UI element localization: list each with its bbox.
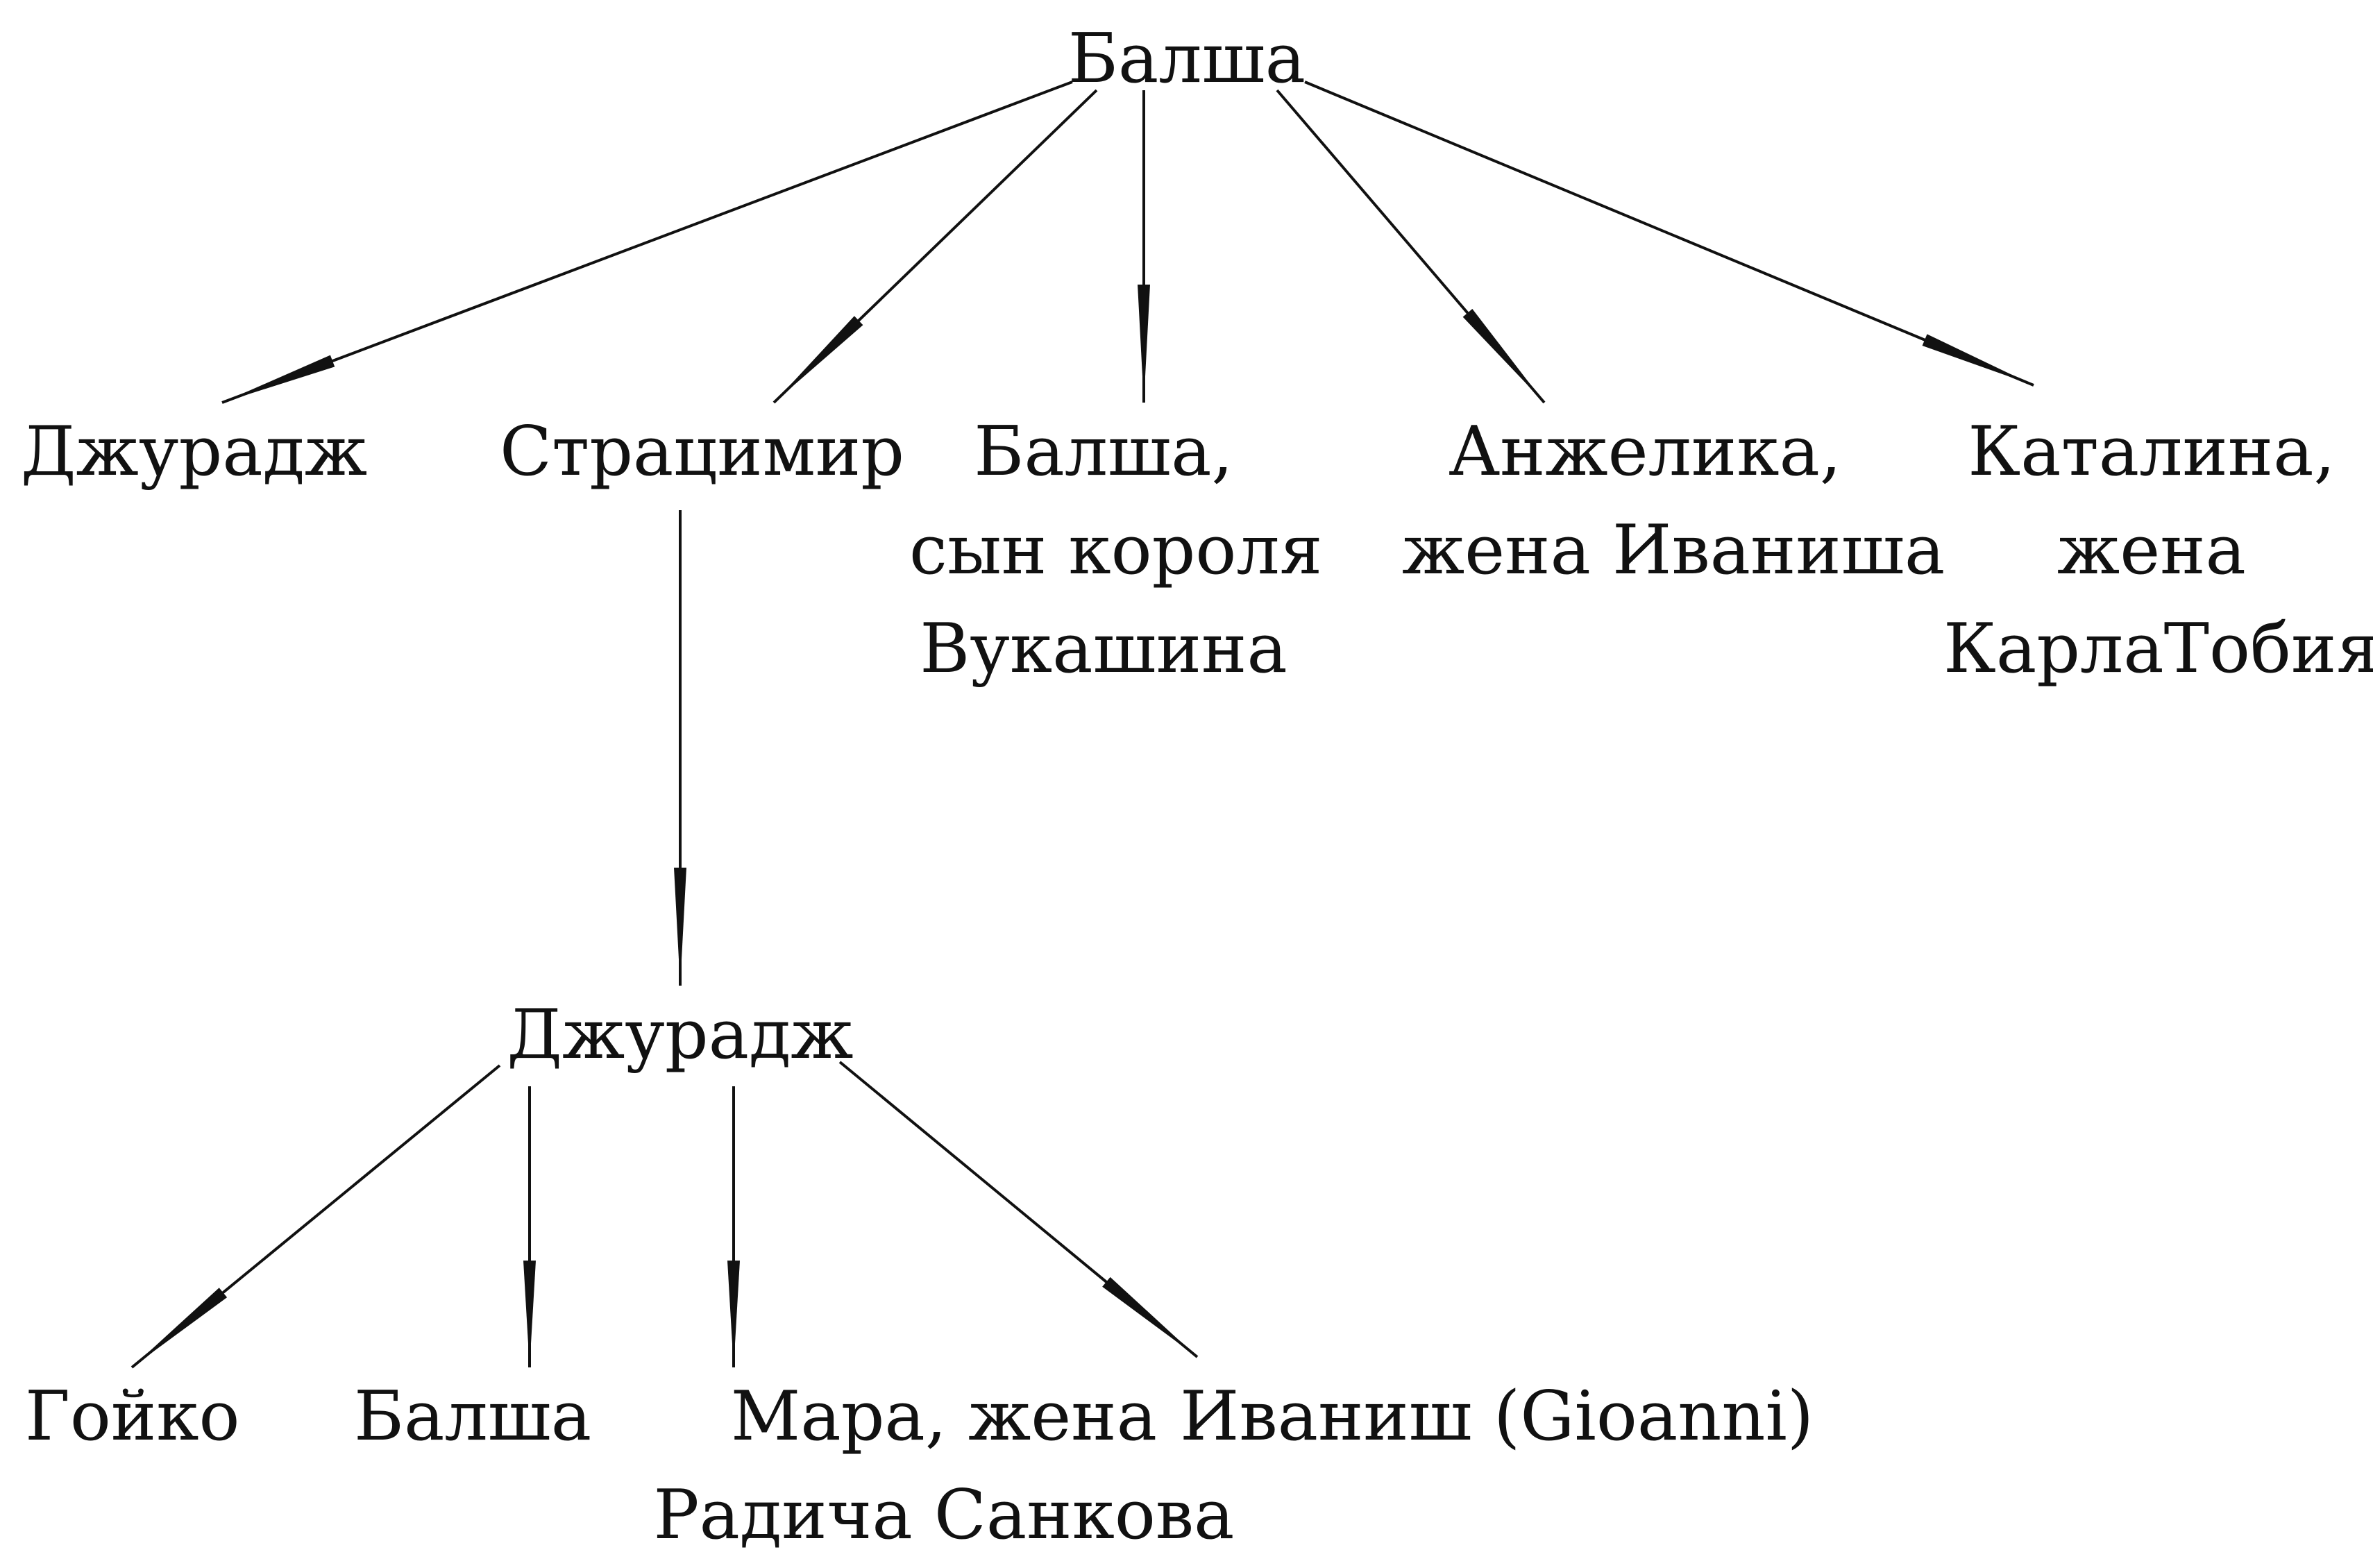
node-label-line: Вукашина [920,609,1287,689]
node-gojko: Гойко [25,1367,261,1466]
edge-arrowhead-balsha-root-to-katalina [1922,334,2034,385]
edge-arrowhead-balsha-root-to-stracimir [774,316,863,403]
node-djuradj-1: Джурадж [21,403,382,501]
edge-arrowhead-stracimir-to-djuradj-2 [674,868,686,986]
node-label-line: Иваниш (Gioanni) [1180,1377,1814,1456]
node-label-line: Балша, [974,412,1233,491]
node-stracimir: Страцимир [500,403,904,501]
node-mara: Мара, жена Радича Санкова [597,1367,1291,1565]
node-balsha-2: Балша [354,1367,592,1466]
edge-arrowhead-balsha-root-to-djuradj-1 [222,355,335,403]
node-anzhelika: Анжелика, жена Иваниша [1402,403,1945,600]
node-label-line: Балша [354,1377,592,1456]
node-djuradj-2: Джурадж [500,986,861,1084]
node-balsha-root: Балша [1013,10,1360,108]
node-label-line: Джурадж [507,995,854,1074]
node-label-line: Радича Санкова [653,1476,1235,1555]
node-katalina: Каталина, жена КарлаТобия [1943,403,2373,698]
node-label-line: Страцимир [500,412,904,491]
edge-line-balsha-root-to-djuradj-1 [221,81,1073,404]
node-label-line: сын короля [909,511,1323,590]
node-ivanish: Иваниш (Gioanni) [1180,1367,1814,1466]
node-label-line: Гойко [25,1377,240,1456]
node-label-line: КарлаТобия [1943,609,2373,689]
edge-arrowhead-djuradj-2-to-balsha-2 [523,1261,536,1367]
edge-arrowhead-djuradj-2-to-ivanish [1102,1276,1197,1357]
edge-line-balsha-root-to-katalina [1304,81,2034,387]
node-label-line: Мара, жена [730,1377,1158,1456]
node-label-line: Каталина, [1968,412,2336,491]
node-label-line: Джурадж [21,412,368,491]
edge-arrowhead-balsha-root-to-anzhelika [1462,308,1544,403]
node-balsha-son-vukashin: Балша, сын короля Вукашина [909,403,1323,698]
node-label-line: жена Иваниша [1402,511,1945,590]
edge-arrowhead-balsha-root-to-balsha-son-vukashin [1138,285,1150,403]
node-label-line: Анжелика, [1448,412,1842,491]
node-label-line: Балша [1067,19,1306,99]
node-label-line: жена [2057,511,2246,590]
edge-arrowhead-djuradj-2-to-mara [727,1261,740,1367]
edge-arrowhead-djuradj-2-to-gojko [132,1288,228,1367]
